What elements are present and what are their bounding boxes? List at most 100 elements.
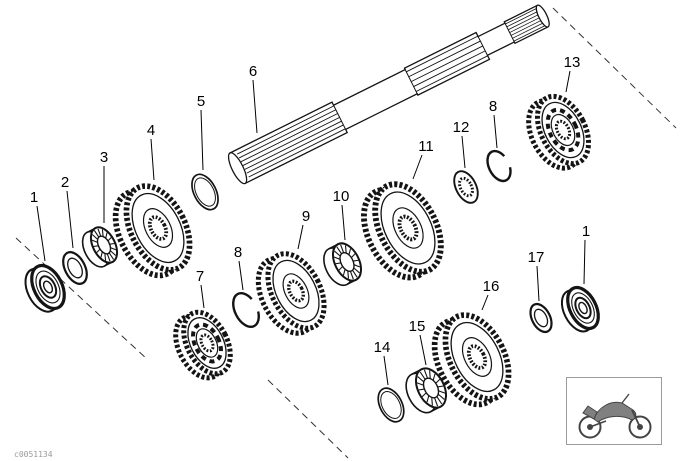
shaft-end-face-left	[227, 152, 248, 185]
part-8-circlip	[232, 292, 260, 328]
needle-roller	[353, 264, 361, 268]
shaft-splines-mid	[406, 35, 488, 92]
inner-race	[574, 296, 592, 320]
leader-line-12	[461, 135, 466, 169]
part-17-washer	[529, 302, 553, 334]
part-number-8[interactable]: 8	[489, 98, 497, 115]
part-number-12[interactable]: 12	[453, 119, 470, 136]
part-number-10[interactable]: 10	[333, 188, 350, 205]
part-number-17[interactable]: 17	[528, 249, 545, 266]
leader-line-8	[238, 260, 244, 291]
needle-roller	[93, 245, 99, 248]
gear-web	[282, 273, 310, 309]
part-number-11[interactable]: 11	[418, 138, 434, 155]
circlip-ring	[486, 149, 512, 183]
part-number-7[interactable]: 7	[196, 268, 204, 285]
gear-rim	[380, 191, 436, 265]
part-number-4[interactable]: 4	[147, 122, 155, 139]
needle-roller	[436, 396, 443, 405]
spline-bore	[147, 215, 169, 241]
bore	[578, 301, 588, 315]
needle-roller	[104, 253, 107, 261]
part-13-gear-dog	[526, 93, 592, 171]
needle-roller	[352, 269, 358, 278]
needle-roller	[108, 252, 115, 260]
needle-roller	[426, 395, 430, 403]
gear-teeth	[442, 312, 512, 402]
diagram-code: c0051134	[14, 450, 53, 459]
disc-outer	[453, 170, 479, 204]
needle-roller	[91, 239, 98, 243]
needle-roller	[431, 397, 433, 406]
ring-outer	[191, 173, 219, 211]
output-shaft	[227, 4, 550, 185]
part-number-5[interactable]: 5	[197, 93, 205, 110]
leader-line-2	[66, 190, 74, 249]
swingarm	[589, 420, 607, 428]
needle-roller	[96, 248, 101, 254]
gear-rim	[131, 192, 185, 264]
gear-rim	[272, 259, 320, 323]
needle-roller	[93, 230, 100, 238]
needle-roller	[340, 244, 345, 253]
part-number-2[interactable]: 2	[61, 174, 69, 191]
part-number-3[interactable]: 3	[100, 149, 108, 166]
part-15-needle-bearing	[405, 367, 448, 414]
part-8-circlip	[486, 149, 512, 183]
inner-ring	[422, 377, 440, 399]
cage-front	[89, 226, 119, 264]
gear-teeth	[123, 183, 193, 273]
leader-line-8	[493, 114, 498, 149]
dashed-guide-1	[15, 237, 149, 361]
motorcycle-icon	[578, 393, 652, 439]
inner-ring	[96, 235, 112, 255]
needle-roller	[418, 388, 425, 391]
needle-roller	[105, 232, 108, 239]
part-number-6[interactable]: 6	[249, 63, 257, 80]
washer-outer	[529, 302, 553, 334]
gear-web	[142, 208, 174, 248]
outer-race	[566, 285, 600, 331]
dog-teeth	[545, 107, 581, 153]
part-number-9[interactable]: 9	[302, 208, 310, 225]
needle-roller	[429, 370, 431, 379]
needle-roller	[434, 397, 439, 407]
gear-rim	[450, 321, 504, 393]
part-number-14[interactable]: 14	[374, 339, 391, 356]
needle-roller	[417, 376, 425, 383]
needle-roller	[106, 253, 111, 262]
needle-roller	[437, 385, 444, 388]
needle-roller	[342, 269, 346, 276]
inner-race	[38, 275, 58, 299]
needle-roller	[334, 250, 341, 257]
part-number-13[interactable]: 13	[564, 54, 581, 71]
needle-roller	[419, 371, 426, 380]
part-number-15[interactable]: 15	[409, 318, 426, 335]
leader-line-14	[383, 355, 389, 386]
leader-line-13	[565, 70, 571, 93]
leader-line-15	[419, 334, 427, 366]
front-fork	[631, 409, 641, 428]
ring-inner	[194, 177, 216, 207]
cage-front	[331, 242, 363, 282]
part-number-1[interactable]: 1	[30, 189, 38, 206]
part-number-16[interactable]: 16	[483, 278, 500, 295]
leader-line-17	[536, 265, 540, 302]
needle-roller	[91, 234, 99, 240]
leader-line-5	[200, 109, 204, 171]
spline-bore	[287, 279, 305, 303]
needle-roller	[100, 251, 103, 258]
leader-line-1	[36, 205, 46, 262]
leader-line-7	[200, 284, 205, 309]
part-number-1[interactable]: 1	[582, 223, 590, 240]
front-wheel	[628, 415, 652, 439]
tail	[582, 405, 598, 420]
needle-roller	[437, 393, 445, 400]
needle-roller	[349, 271, 354, 280]
needle-roller	[336, 246, 342, 255]
part-9-gear	[255, 251, 327, 336]
part-number-8[interactable]: 8	[234, 244, 242, 261]
part-7-gear-dog	[173, 309, 233, 381]
shaft-splines-left	[237, 105, 346, 178]
